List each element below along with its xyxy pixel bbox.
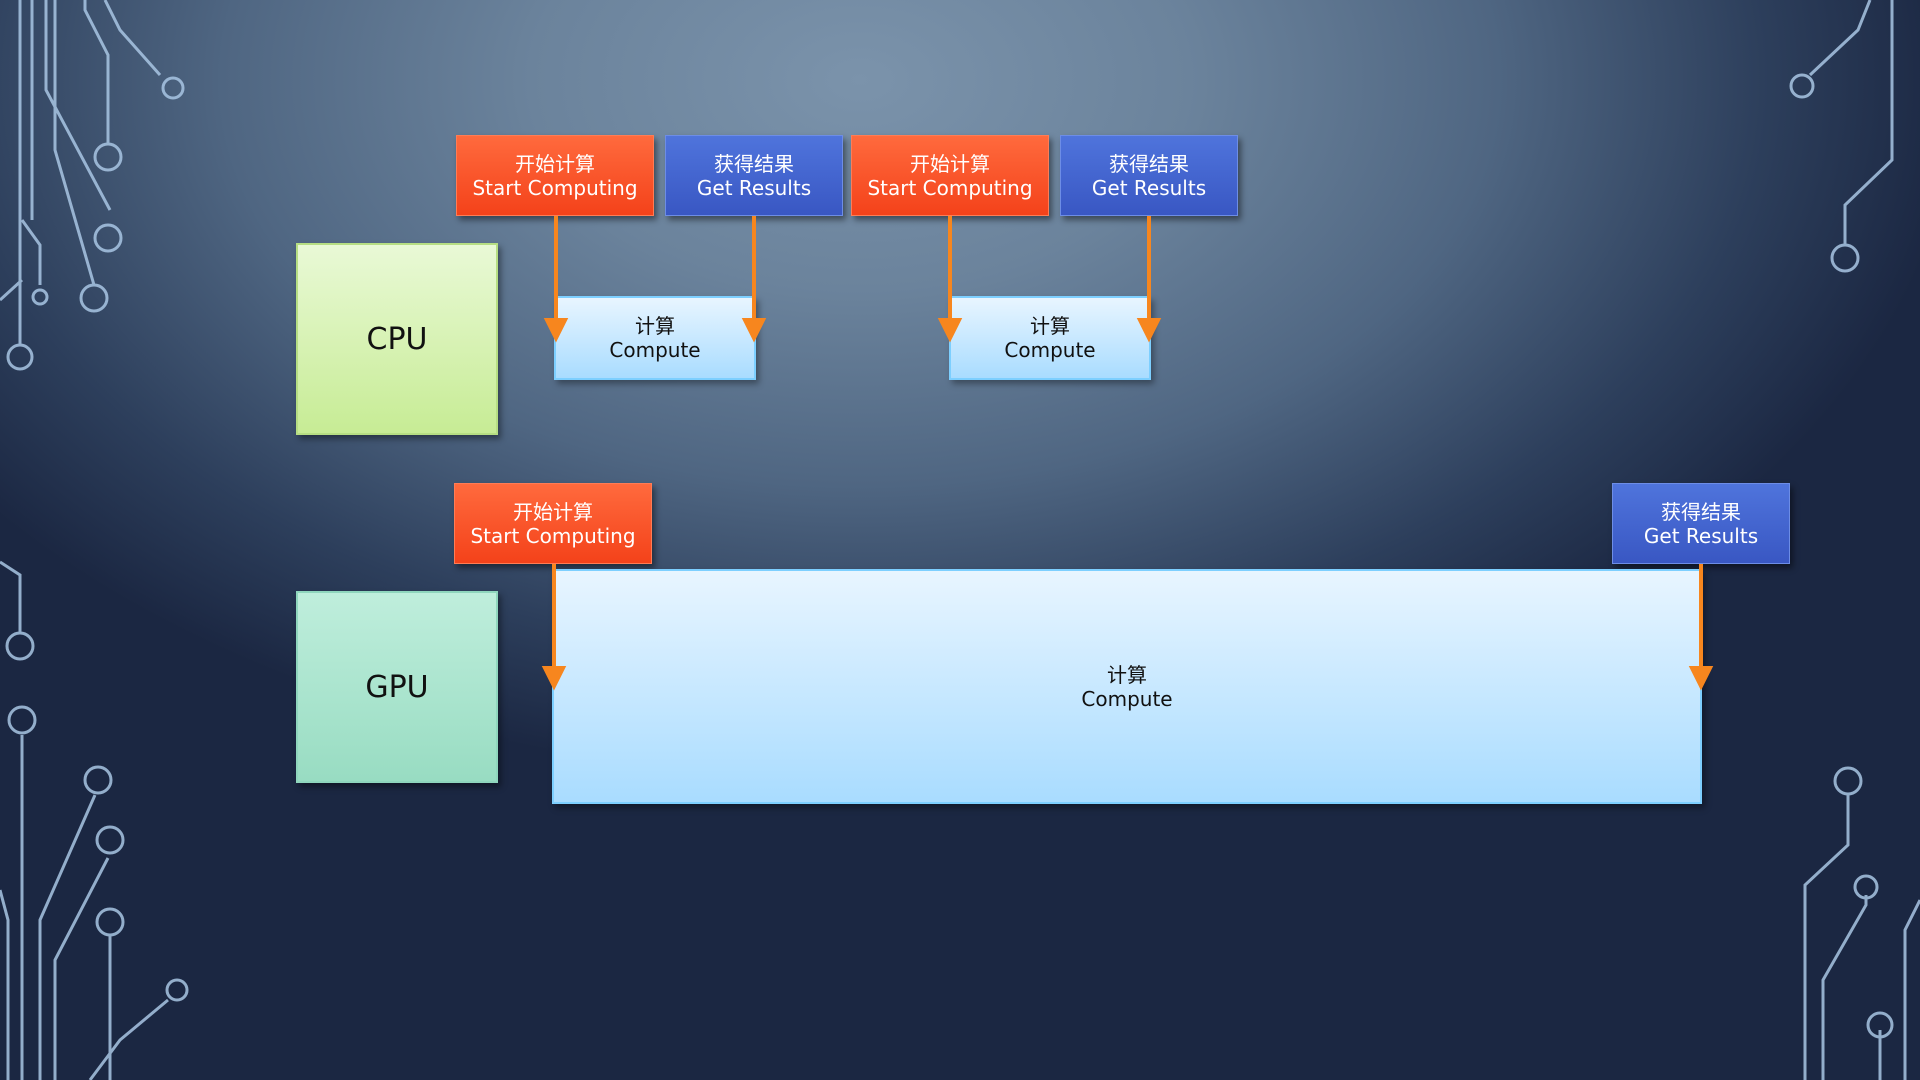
- cpu-compute-2: 计算 Compute: [949, 296, 1151, 380]
- start-zh: 开始计算: [910, 151, 990, 176]
- cpu-start-computing-1: 开始计算 Start Computing: [456, 135, 654, 216]
- gpu-label: GPU: [365, 669, 429, 705]
- compute-en: Compute: [609, 338, 701, 362]
- gpu-compute: 计算 Compute: [552, 569, 1702, 804]
- cpu-label: CPU: [366, 321, 428, 357]
- result-en: Get Results: [1091, 175, 1207, 200]
- result-zh: 获得结果: [1661, 499, 1741, 524]
- compute-zh: 计算: [1107, 662, 1147, 687]
- compute-zh: 计算: [635, 314, 675, 338]
- start-zh: 开始计算: [515, 151, 595, 176]
- cpu-compute-1: 计算 Compute: [554, 296, 756, 380]
- gpu-box: GPU: [296, 591, 498, 783]
- cpu-get-results-2: 获得结果 Get Results: [1060, 135, 1238, 216]
- result-en: Get Results: [696, 175, 812, 200]
- start-zh: 开始计算: [513, 499, 593, 524]
- gpu-start-computing: 开始计算 Start Computing: [454, 483, 652, 564]
- gpu-get-results: 获得结果 Get Results: [1612, 483, 1790, 564]
- compute-zh: 计算: [1030, 314, 1070, 338]
- start-en: Start Computing: [472, 175, 638, 200]
- result-zh: 获得结果: [1109, 151, 1189, 176]
- result-zh: 获得结果: [714, 151, 794, 176]
- start-en: Start Computing: [867, 175, 1033, 200]
- result-en: Get Results: [1643, 523, 1759, 548]
- compute-en: Compute: [1081, 686, 1173, 711]
- cpu-box: CPU: [296, 243, 498, 435]
- cpu-start-computing-2: 开始计算 Start Computing: [851, 135, 1049, 216]
- start-en: Start Computing: [470, 523, 636, 548]
- cpu-get-results-1: 获得结果 Get Results: [665, 135, 843, 216]
- compute-en: Compute: [1004, 338, 1096, 362]
